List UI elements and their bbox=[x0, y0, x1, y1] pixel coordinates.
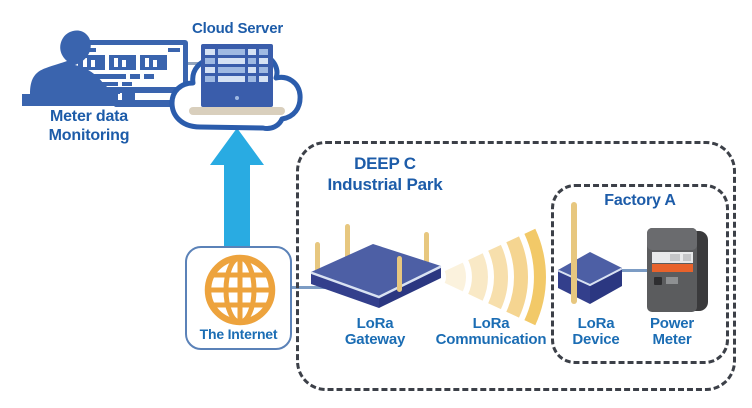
lora-device-label: LoRa Device bbox=[572, 315, 620, 348]
lora-gateway-label: LoRa Gateway bbox=[344, 315, 406, 348]
radio-waves-icon bbox=[444, 228, 546, 326]
industrial-park-boundary bbox=[296, 141, 736, 391]
device-meter-connector bbox=[620, 269, 652, 272]
power-meter-label: Power Meter bbox=[649, 315, 694, 348]
lora-device-icon bbox=[558, 202, 622, 304]
meter-monitoring-label: Meter data Monitoring bbox=[48, 108, 130, 144]
cloud-server-icon bbox=[169, 44, 303, 131]
industrial-park-title: DEEP C Industrial Park bbox=[327, 154, 443, 194]
internet-label: The Internet bbox=[199, 326, 278, 342]
cloud-server-label: Cloud Server bbox=[192, 20, 283, 37]
factory-boundary bbox=[551, 184, 729, 364]
person-at-computer-icon bbox=[22, 30, 188, 107]
globe-icon bbox=[204, 254, 276, 326]
internet-gateway-connector bbox=[291, 286, 333, 289]
upload-arrow-icon bbox=[210, 128, 264, 251]
lora-gateway-icon bbox=[310, 224, 442, 308]
internet-box: The Internet bbox=[185, 246, 292, 350]
lora-communication-label: LoRa Communication bbox=[435, 315, 547, 348]
power-meter-icon bbox=[647, 228, 708, 312]
factory-title: Factory A bbox=[604, 192, 676, 209]
